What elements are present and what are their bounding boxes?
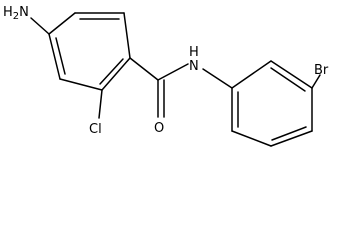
bond-n-ring [202, 68, 233, 89]
bond-b2 [270, 60, 313, 89]
bond-b5 [231, 130, 272, 147]
bond-b4 [270, 130, 313, 147]
amide-h-label: H [189, 45, 199, 60]
bond-a3 [101, 57, 131, 91]
chlorine-label: Cl [89, 122, 102, 137]
carbonyl-oxygen-label: O [154, 121, 164, 136]
bond-ring-carbonyl [129, 57, 159, 81]
molecule-drawing: H2N N H O Cl Br [3, 5, 329, 147]
bond-a3-inner [99, 58, 124, 85]
atom-labels: H2N N H O Cl Br [3, 5, 329, 137]
bond-b1 [231, 60, 272, 89]
structure-canvas: H2N N H O Cl Br [3, 5, 329, 147]
bond-chloro [98, 89, 103, 119]
bond-a6 [48, 12, 76, 35]
bond-a5 [48, 33, 61, 80]
bromine-label: Br [314, 63, 329, 78]
bond-lines [30, 12, 321, 147]
bond-c-n [157, 63, 189, 81]
bond-bromo [311, 74, 321, 89]
bond-a4 [59, 78, 103, 91]
bond-a2 [123, 12, 131, 59]
amide-n-label: N [189, 59, 199, 74]
amino-label: H2N [3, 5, 29, 22]
bond-a5-inner [55, 37, 66, 75]
bond-amino [30, 17, 50, 35]
bond-b4-inner [271, 126, 307, 141]
bond-b2-inner [270, 67, 306, 92]
